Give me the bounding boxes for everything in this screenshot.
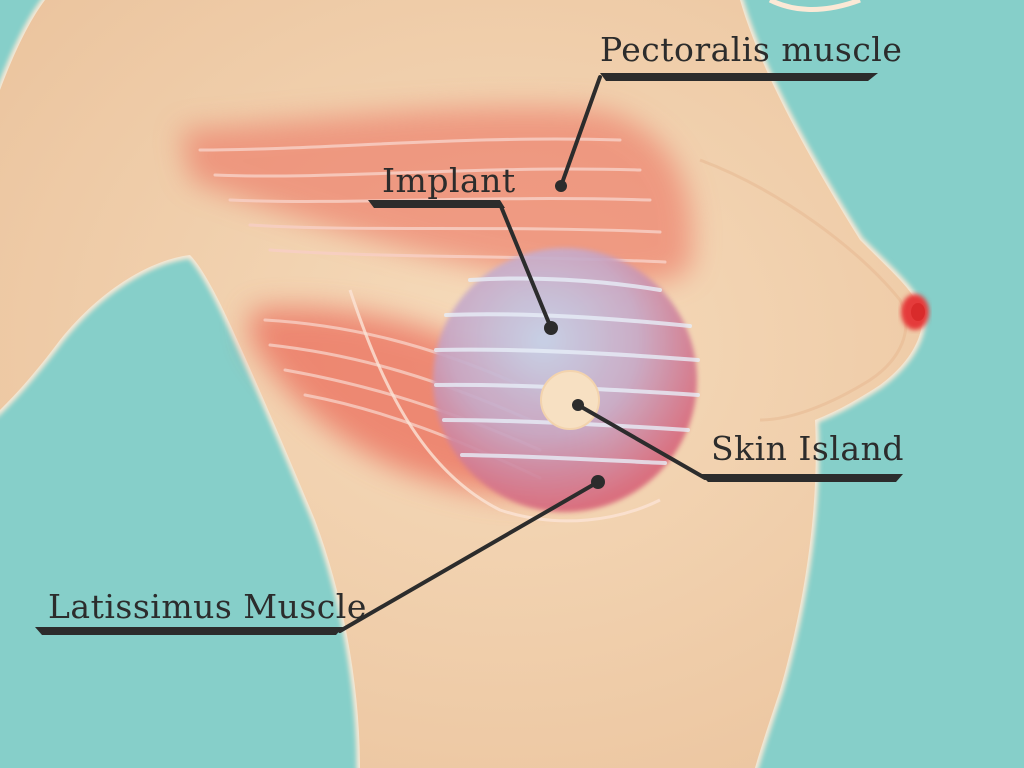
- implant-underline: [368, 200, 505, 208]
- pectoralis-leader: [559, 75, 602, 188]
- skin-island: [540, 370, 600, 430]
- latissimus-label: Latissimus Muscle: [48, 587, 367, 626]
- implant-label: Implant: [382, 161, 516, 200]
- nipple: [901, 294, 929, 330]
- implant-leader: [498, 202, 553, 330]
- skin-island-leader: [576, 403, 707, 480]
- latissimus-dot: [591, 475, 605, 489]
- latissimus-edge: [348, 289, 661, 523]
- pectoralis-underline: [600, 73, 878, 81]
- leader-lines: [35, 73, 903, 635]
- latissimus-underline: [35, 627, 343, 635]
- latissimus-leader: [338, 480, 600, 633]
- pectoralis-label: Pectoralis muscle: [600, 30, 903, 69]
- skin-island-dot: [572, 399, 584, 411]
- shoulder-contour: [768, 0, 861, 12]
- skin-island-label: Skin Island: [711, 429, 904, 468]
- implant-dot: [544, 321, 558, 335]
- skin-island-underline: [700, 474, 903, 482]
- pectoralis-dot: [555, 180, 567, 192]
